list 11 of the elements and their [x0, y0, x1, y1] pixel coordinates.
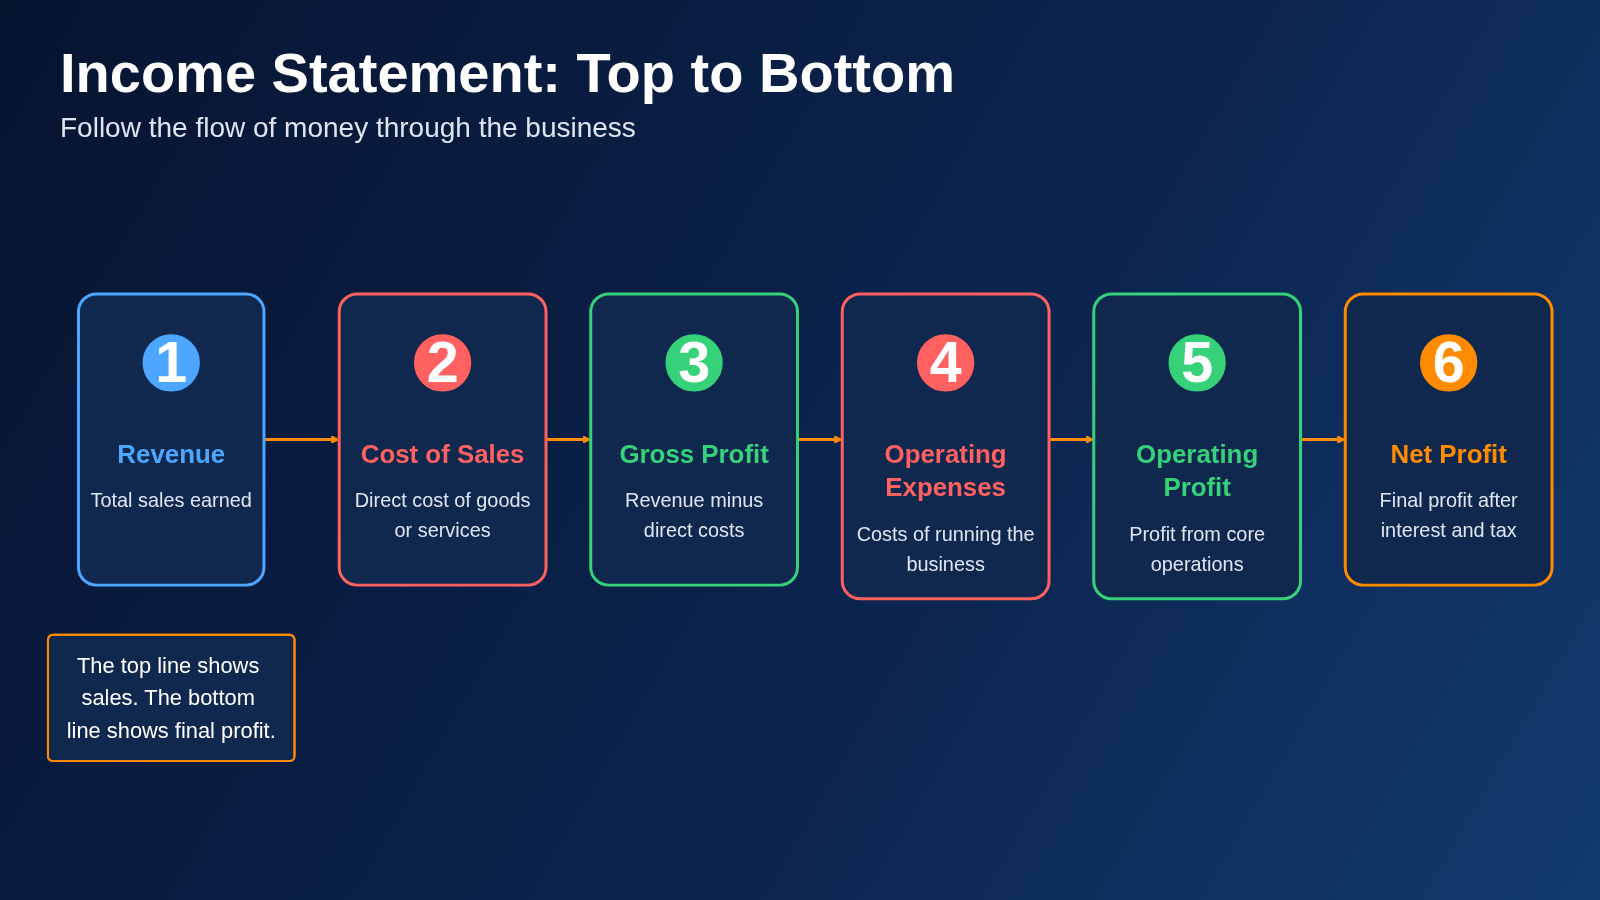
node-circle: 5 — [1168, 334, 1226, 392]
node-circle: 2 — [413, 334, 472, 392]
node-circle: 1 — [142, 334, 200, 392]
subtitle: Follow the flow of money through the business — [60, 112, 636, 144]
node-circle: 3 — [665, 334, 723, 392]
title: Income Statement: Top to Bottom — [60, 40, 955, 105]
node-circle: 6 — [1420, 334, 1478, 392]
arrow — [263, 435, 340, 444]
node-circle: 4 — [916, 334, 975, 392]
arrow — [797, 435, 843, 444]
arrow — [1300, 435, 1346, 444]
